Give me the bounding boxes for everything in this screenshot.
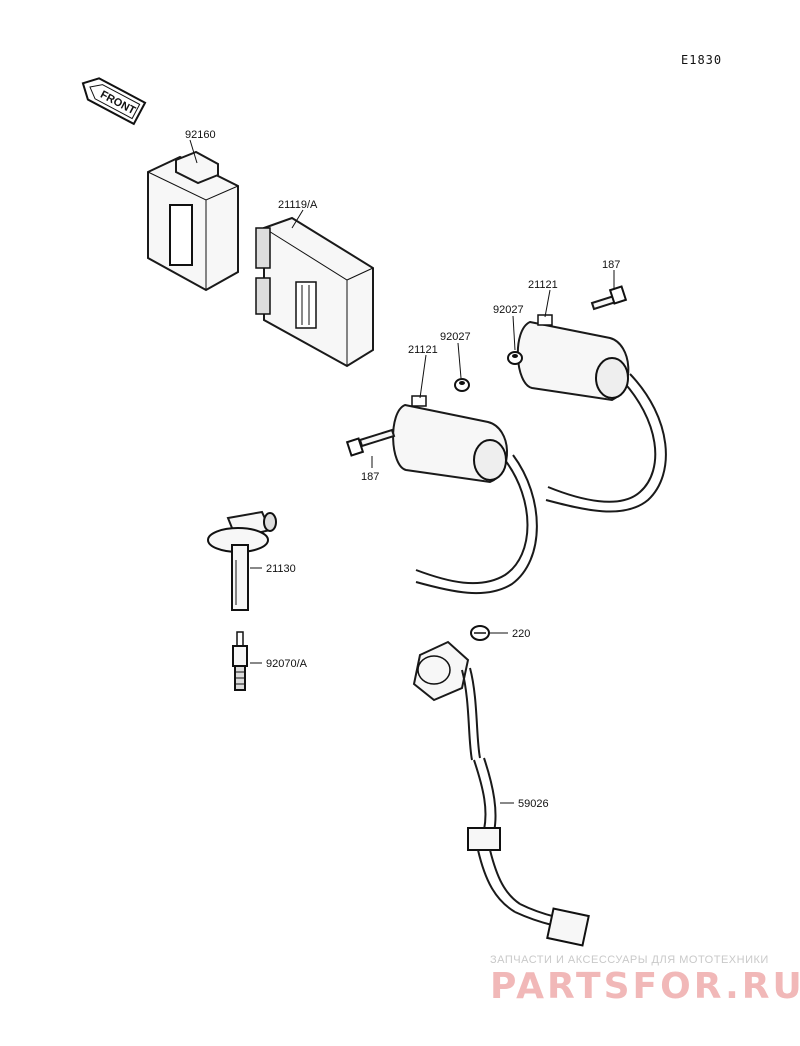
front-arrow-icon: FRONT <box>81 77 147 126</box>
spark-plug-cap-21130 <box>207 510 277 611</box>
callout-92027-mid: 92027 <box>440 331 471 343</box>
diagram-code: E1830 <box>681 53 722 67</box>
callout-21130: 21130 <box>266 563 296 575</box>
callout-187-top: 187 <box>602 259 620 271</box>
callout-220: 220 <box>512 628 530 640</box>
collar-92027-mid <box>454 342 470 392</box>
igniter-unit-21119 <box>255 209 374 368</box>
callout-21119: 21119/A <box>278 199 318 211</box>
bolt-187-top <box>590 270 628 311</box>
callout-21121-mid: 21121 <box>408 344 438 356</box>
screw-220 <box>470 625 508 641</box>
ignition-coil-right-21121 <box>516 289 667 513</box>
ecu-cover-92160 <box>147 139 239 292</box>
callout-92070: 92070/A <box>266 658 308 670</box>
ignition-coil-left-21121 <box>392 354 538 595</box>
spark-plug-92070 <box>232 631 262 691</box>
callout-187-mid: 187 <box>361 471 379 483</box>
watermark-tagline: ЗАПЧАСТИ И АКСЕССУАРЫ ДЛЯ МОТОТЕХНИКИ <box>490 954 769 966</box>
bolt-187-mid <box>345 428 396 468</box>
callout-21121-top: 21121 <box>528 279 558 291</box>
callout-59026: 59026 <box>518 798 549 810</box>
callout-92027-top: 92027 <box>493 304 524 316</box>
collar-92027-top <box>507 315 523 365</box>
watermark-brand: PARTSFOR.RU <box>490 966 800 1007</box>
callout-92160: 92160 <box>185 129 216 141</box>
pickup-coil-59026 <box>412 640 590 947</box>
